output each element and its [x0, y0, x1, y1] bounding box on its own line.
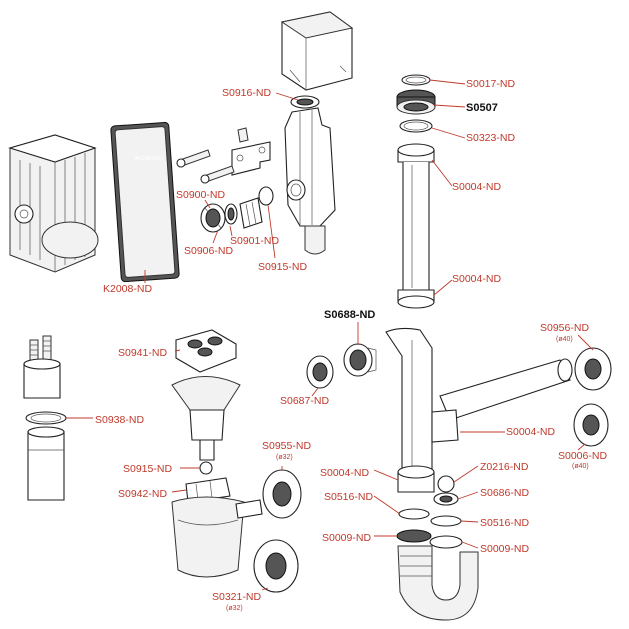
- drain-box-cover: [280, 11, 354, 91]
- label-s0941: S0941-ND: [118, 347, 167, 359]
- label-s0004-c: S0004-ND: [506, 426, 555, 438]
- elbow-pipe: [385, 327, 433, 481]
- label-s0004-a: S0004-ND: [452, 181, 501, 193]
- label-s0323: S0323-ND: [466, 132, 515, 144]
- label-s0006: S0006-ND: [558, 450, 607, 462]
- part-s0915-small-ball: [199, 461, 213, 475]
- label-s0956-diameter: (ø40): [556, 336, 573, 343]
- part-z0216-ball: [437, 475, 455, 493]
- part-s0942-clip: [185, 477, 231, 503]
- label-s0009-a: S0009-ND: [322, 532, 371, 544]
- label-s0321: S0321-ND: [212, 591, 261, 603]
- part-s0900-stopper: [200, 203, 226, 233]
- part-s0686-nut: [433, 492, 459, 506]
- wall-box-unit: [8, 134, 99, 273]
- part-s0507-gasket: [396, 89, 436, 115]
- part-s0955-rosette: [262, 469, 302, 519]
- side-outlet-pipe: [431, 358, 573, 443]
- siphon-cup: [171, 496, 263, 578]
- label-s0906: S0906-ND: [184, 245, 233, 257]
- label-s0955: S0955-ND: [262, 440, 311, 452]
- part-s0321-rosette: [253, 539, 299, 593]
- label-s0915-a: S0915-ND: [258, 261, 307, 273]
- label-s0938: S0938-ND: [95, 414, 144, 426]
- part-s0006-rosette: [573, 403, 609, 447]
- part-s0516-rings: [398, 508, 462, 527]
- hose-connectors: [23, 335, 61, 399]
- part-s0688-reducer: [343, 343, 377, 377]
- part-s0915-nut: [239, 197, 263, 229]
- label-s0006-diameter: (ø40): [572, 463, 589, 470]
- part-s0938-gasket: [25, 411, 67, 425]
- part-s0915-tube: [258, 186, 274, 206]
- part-s0901-ring: [224, 203, 238, 225]
- label-s0900: S0900-ND: [176, 189, 225, 201]
- label-s0687: S0687-ND: [280, 395, 329, 407]
- label-s0017: S0017-ND: [466, 78, 515, 90]
- part-s0004-nut-mid: [397, 465, 435, 493]
- label-s0688: S0688-ND: [324, 309, 375, 321]
- label-s0004-b: S0004-ND: [452, 273, 501, 285]
- label-s0955-diameter: (ø32): [276, 454, 293, 461]
- u-trap: [397, 545, 479, 621]
- label-s0942: S0942-ND: [118, 488, 167, 500]
- label-s0916: S0916-ND: [222, 87, 271, 99]
- part-s0017-ring: [401, 74, 431, 86]
- adapter-sleeve: [27, 426, 65, 501]
- label-s0956: S0956-ND: [540, 322, 589, 334]
- label-s0901: S0901-ND: [230, 235, 279, 247]
- part-s0323-ring: [399, 119, 433, 133]
- part-s0916-ring: [290, 95, 320, 109]
- siphon-body: [284, 107, 336, 255]
- mounting-bracket: [231, 127, 271, 176]
- part-labels: S0916-ND S0017-ND S0507 S0323-ND S0004-N…: [95, 78, 607, 612]
- label-s0009-b: S0009-ND: [480, 543, 529, 555]
- funnel-body: [171, 376, 241, 461]
- part-s0941-cap: [175, 329, 237, 373]
- label-s0004-d: S0004-ND: [320, 467, 369, 479]
- leader-lines: [66, 79, 594, 591]
- label-s0915-b: S0915-ND: [123, 463, 172, 475]
- control-plate-k2008: ALCAPLAST: [110, 121, 180, 283]
- label-s0516-b: S0516-ND: [480, 517, 529, 529]
- label-s0686: S0686-ND: [480, 487, 529, 499]
- part-s0956-rosette: [574, 347, 612, 391]
- part-s0009-gaskets: [396, 529, 463, 549]
- part-s0687-nut: [306, 355, 334, 389]
- mounting-screws: [176, 149, 235, 184]
- part-s0004-pipe-upper: [397, 143, 435, 309]
- label-s0516-a: S0516-ND: [324, 491, 373, 503]
- label-z0216: Z0216-ND: [480, 461, 529, 473]
- label-k2008: K2008-ND: [103, 283, 152, 295]
- label-s0507: S0507: [466, 102, 498, 114]
- label-s0321-diameter: (ø32): [226, 605, 243, 612]
- plate-brand-text: ALCAPLAST: [135, 156, 164, 162]
